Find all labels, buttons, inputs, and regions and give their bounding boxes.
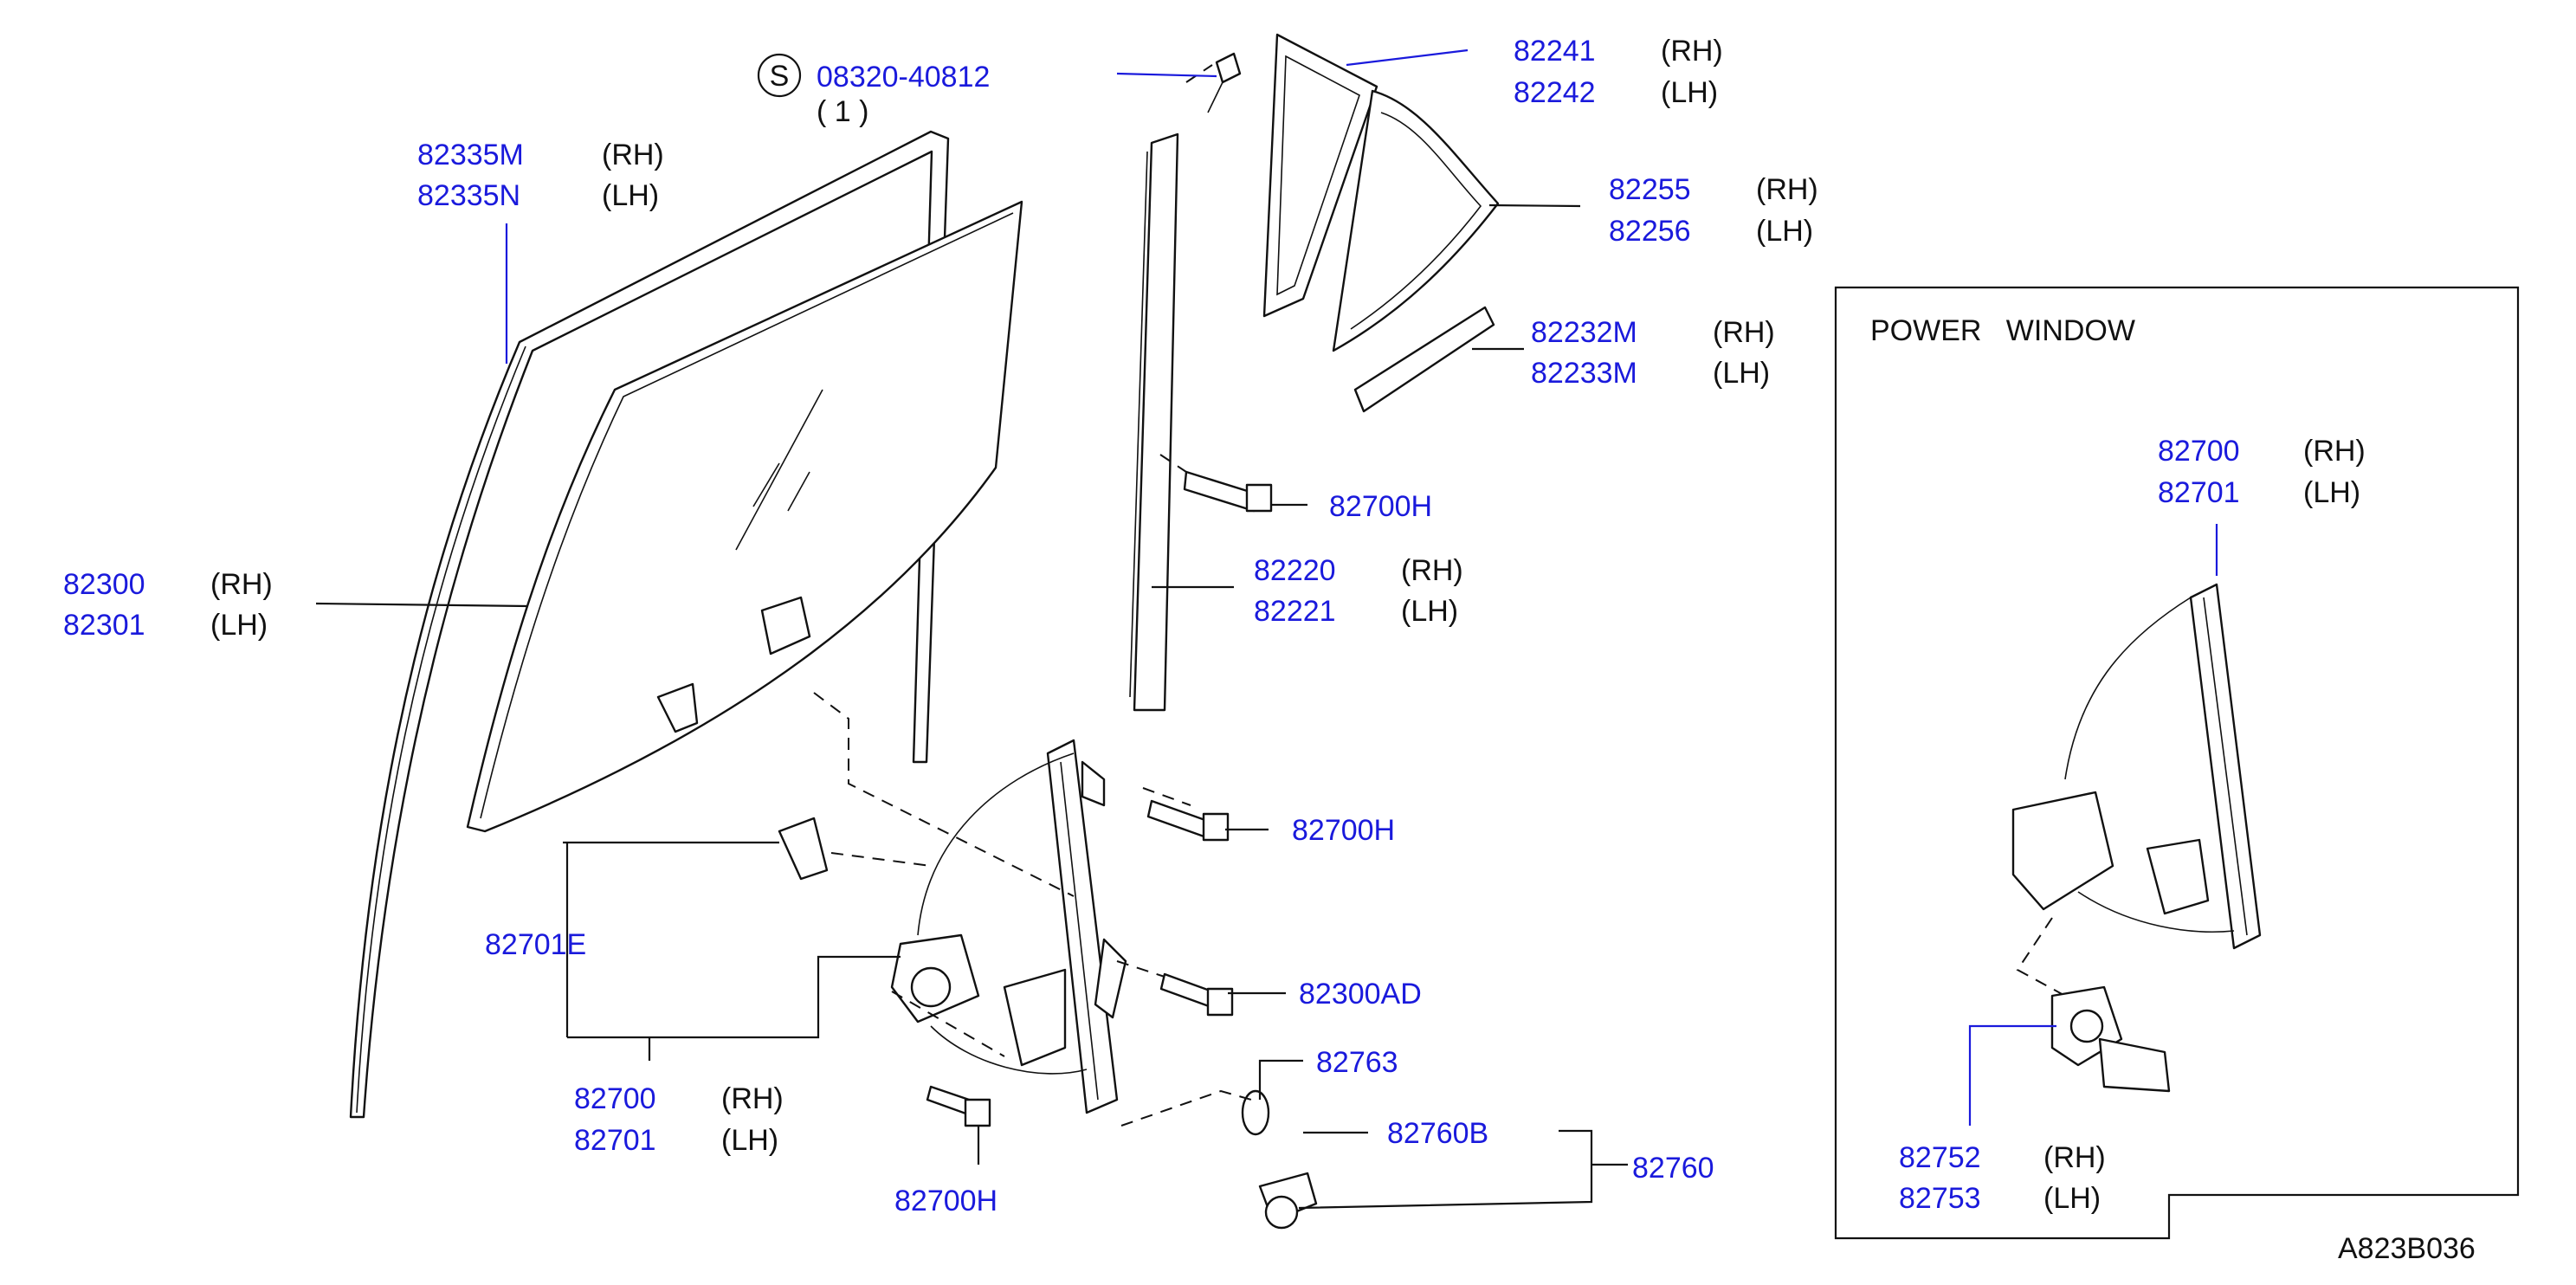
pw-regulator-rh-number: 82700 — [2158, 435, 2240, 468]
quarter-rh-side: (RH) — [1756, 173, 1818, 206]
pw-regulator-lh-number: 82701 — [2158, 476, 2240, 509]
moulding-rh-side: (RH) — [1713, 316, 1775, 349]
regulator-rh-side: (RH) — [721, 1082, 784, 1115]
pw-regulator-lh-side: (LH) — [2303, 476, 2360, 509]
regulator-drawing — [778, 739, 1127, 1114]
regulator-rh-number: 82700 — [574, 1082, 656, 1115]
regulator-lh-side: (LH) — [721, 1124, 778, 1157]
quarter-lh-side: (LH) — [1756, 215, 1813, 248]
assembly-lines — [813, 64, 1252, 1127]
pw-motor-lh-number: 82753 — [1899, 1182, 1981, 1215]
screw-drawing — [1207, 52, 1242, 113]
partition-lh-number: 82242 — [1514, 76, 1596, 109]
sash-lh-side: (LH) — [602, 179, 659, 212]
power-window-box — [1834, 286, 2520, 1240]
glass-rh-number: 82300 — [63, 568, 145, 601]
door-glass-drawing — [466, 200, 1023, 833]
partition-rh-side: (RH) — [1661, 35, 1723, 68]
channel-rh-number: 82220 — [1254, 554, 1336, 587]
handle-drawing — [1241, 1089, 1318, 1230]
sash-lh-number: 82335N — [417, 179, 520, 212]
leader-lines — [315, 48, 1628, 1210]
pw-regulator-rh-side: (RH) — [2303, 435, 2366, 468]
screw-part-number: 08320-40812 — [817, 61, 990, 94]
moulding-rh-number: 82232M — [1531, 316, 1637, 349]
channel-lh-number: 82221 — [1254, 595, 1336, 628]
quarter-lh-number: 82256 — [1609, 215, 1691, 248]
bolt-mid-number: 82700H — [1292, 814, 1395, 847]
screw-callout: S 08320-40812 ( 1 ) — [757, 53, 990, 128]
washer-number: 82763 — [1316, 1046, 1398, 1079]
moulding-lh-side: (LH) — [1713, 357, 1770, 390]
pw-motor-rh-side: (RH) — [2043, 1141, 2106, 1174]
screw-quantity: ( 1 ) — [817, 95, 868, 128]
handle-number: 82760 — [1632, 1152, 1714, 1185]
partition-rh-number: 82241 — [1514, 35, 1596, 68]
clip-number: 82701E — [485, 928, 586, 961]
power-window-title: POWER WINDOW — [1870, 314, 2135, 347]
glass-lh-side: (LH) — [210, 609, 268, 642]
quarter-moulding-drawing — [1353, 306, 1495, 413]
moulding-lh-number: 82233M — [1531, 357, 1637, 390]
channel-lh-side: (LH) — [1401, 595, 1458, 628]
drawing-id: A823B036 — [2338, 1232, 2476, 1265]
glass-lh-number: 82301 — [63, 609, 145, 642]
pw-motor-lh-side: (LH) — [2043, 1182, 2101, 1215]
bolt-top-number: 82700H — [1329, 490, 1432, 523]
sash-rh-side: (RH) — [602, 139, 664, 171]
quarter-glass-drawing — [1332, 89, 1500, 352]
bolt-bottom-number: 82700H — [894, 1185, 997, 1217]
sash-rh-number: 82335M — [417, 139, 524, 171]
screw-symbol: S — [770, 60, 790, 93]
clip-b-number: 82760B — [1387, 1117, 1488, 1150]
quarter-rh-number: 82255 — [1609, 173, 1691, 206]
regulator-lh-number: 82701 — [574, 1124, 656, 1157]
door-sash-drawing — [349, 130, 950, 1119]
glass-rh-side: (RH) — [210, 568, 273, 601]
partition-lh-side: (LH) — [1661, 76, 1718, 109]
bolt-ad-number: 82300AD — [1299, 978, 1422, 1011]
partition-sash-drawing — [1129, 33, 1378, 712]
pw-motor-rh-number: 82752 — [1899, 1141, 1981, 1174]
channel-rh-side: (RH) — [1401, 554, 1463, 587]
